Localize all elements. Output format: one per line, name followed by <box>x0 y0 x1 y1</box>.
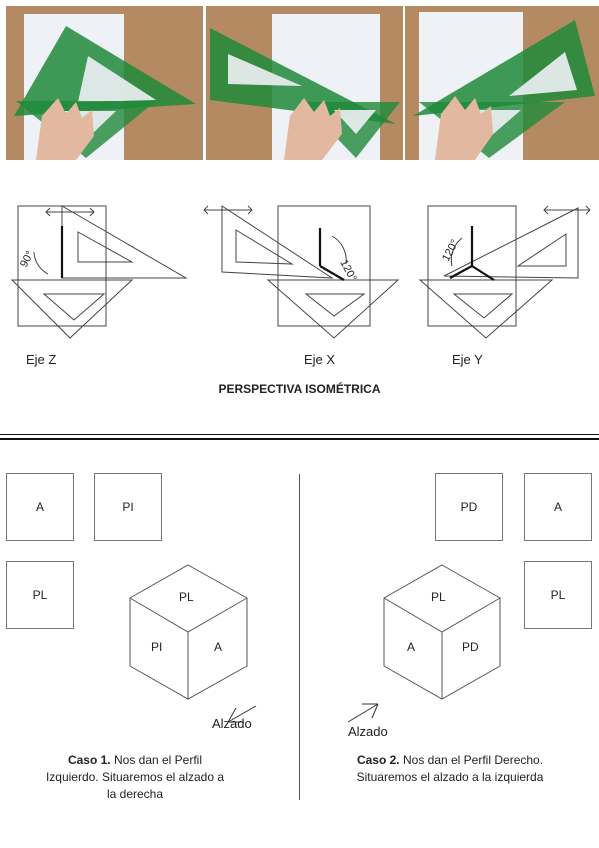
cube-face-right-case2: PD <box>462 640 479 654</box>
isometric-cube-case2 <box>347 564 501 723</box>
diagram-z <box>10 205 188 339</box>
view-square-pd-case2: PD <box>435 473 503 541</box>
isometric-set-square-diagrams: 90° 120° 120° <box>10 205 591 339</box>
cube-face-top-case2: PL <box>431 590 446 604</box>
axis-label-y: Eje Y <box>452 352 483 367</box>
view-square-pl-case1: PL <box>6 561 74 629</box>
caption-case1-bold: Caso 1. <box>67 753 111 767</box>
photo-set-squares-y <box>405 6 599 160</box>
caption-case2: Caso 2. Nos dan el Perfil Derecho. Situa… <box>352 752 548 786</box>
caption-case2-text: Nos dan el Perfil Derecho. Situaremos el… <box>356 753 544 784</box>
cube-face-left-case2: A <box>407 640 416 654</box>
photo-set-squares-z <box>6 6 203 160</box>
vertical-separator <box>299 474 300 800</box>
divider-line <box>0 434 599 435</box>
caption-case1: Caso 1. Nos dan el Perfil Izquierdo. Sit… <box>40 752 230 803</box>
view-square-pi-case1: PI <box>94 473 162 541</box>
axis-label-z: Eje Z <box>26 352 57 367</box>
alzado-label-case1: Alzado <box>212 716 252 731</box>
caption-case2-bold: Caso 2. <box>356 753 400 767</box>
view-square-pl-case2: PL <box>524 561 592 629</box>
diagram-x <box>203 205 400 339</box>
cube-face-top-case1: PL <box>179 590 194 604</box>
diagram-y <box>418 205 591 339</box>
caption-case1-text: Nos dan el Perfil Izquierdo. Situaremos … <box>45 753 225 801</box>
view-square-a-case1: A <box>6 473 74 541</box>
isometric-cube-case1 <box>129 564 257 723</box>
divider-line-thick <box>0 438 599 440</box>
cube-face-right-case1: A <box>214 640 223 654</box>
alzado-label-case2: Alzado <box>348 724 388 739</box>
axis-label-x: Eje X <box>304 352 336 367</box>
photo-set-squares-x <box>206 6 403 160</box>
view-square-a-case2: A <box>524 473 592 541</box>
cube-face-left-case1: PI <box>151 640 163 654</box>
section-title: PERSPECTIVA ISOMÉTRICA <box>218 382 381 396</box>
